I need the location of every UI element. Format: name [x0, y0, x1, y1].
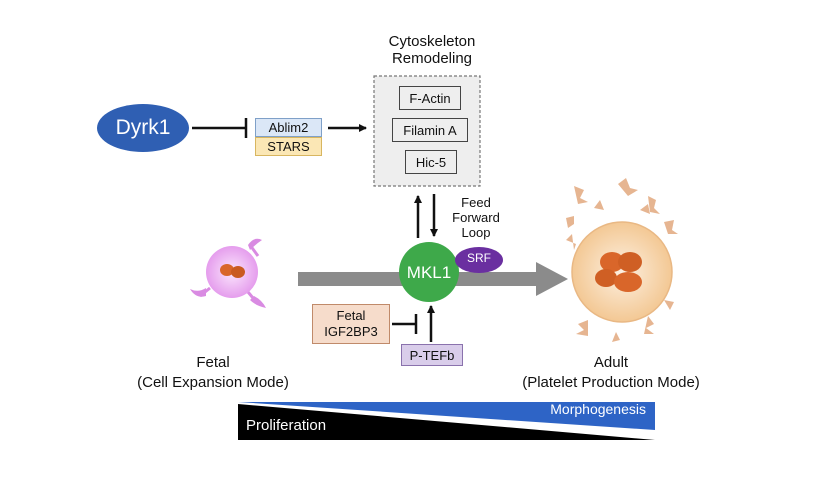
adult-line2: (Platelet Production Mode) [522, 373, 700, 391]
adult-cell-icon [566, 178, 678, 342]
fetal-igf-line2: IGF2BP3 [324, 324, 378, 339]
adult-label: Adult (Platelet Production Mode) [496, 353, 726, 392]
proliferation-label: Proliferation [246, 417, 327, 434]
igf2bp3-inhibition [392, 314, 418, 334]
feed-forward-line3: Loop [461, 224, 491, 240]
srf-node [455, 247, 503, 273]
dyrk1-inhibits-ablim2 [192, 118, 248, 138]
ablim2-box: Ablim2 [255, 118, 322, 137]
filamin-a-label: Filamin A [403, 122, 457, 138]
feed-forward-line1: Feed [461, 195, 491, 210]
fetal-label: Fetal (Cell Expansion Mode) [112, 353, 314, 392]
fetal-line1: Fetal [196, 354, 230, 371]
filamin-a-box: Filamin A [392, 118, 468, 142]
cytoskeleton-title-line1: Cytoskeleton [388, 33, 476, 50]
fetal-igf-line1: Fetal [336, 308, 366, 324]
f-actin-label: F-Actin [409, 90, 451, 106]
feed-forward-loop-label: Feed Forward Loop [446, 195, 506, 241]
mkl1-label: MKL1 [406, 263, 452, 282]
dyrk1-label: Dyrk1 [115, 116, 171, 139]
fetal-cell-icon [190, 238, 266, 308]
feed-forward-line2: Forward [452, 209, 500, 225]
stars-label: STARS [267, 139, 310, 154]
fetal-line2: (Cell Expansion Mode) [137, 373, 289, 391]
srf-label: SRF [467, 251, 491, 265]
hic-5-label: Hic-5 [415, 154, 447, 170]
f-actin-box: F-Actin [399, 86, 461, 110]
cytoskeleton-title: Cytoskeleton Remodeling [376, 33, 488, 68]
mkl1-node [399, 242, 459, 302]
stars-box: STARS [255, 137, 322, 156]
proliferation-wedge [238, 404, 655, 440]
ptefb-box: P-TEFb [401, 344, 463, 366]
adult-line1: Adult [593, 354, 629, 371]
cytoskeleton-title-line2: Remodeling [391, 50, 473, 68]
fetal-igf2bp3-box: Fetal IGF2BP3 [312, 304, 390, 344]
morphogenesis-wedge [238, 402, 655, 430]
ablim2-label: Ablim2 [268, 120, 309, 135]
ptefb-label: P-TEFb [409, 347, 455, 363]
dyrk1-node [97, 104, 189, 152]
hic-5-box: Hic-5 [405, 150, 457, 174]
morphogenesis-label: Morphogenesis [550, 401, 646, 417]
